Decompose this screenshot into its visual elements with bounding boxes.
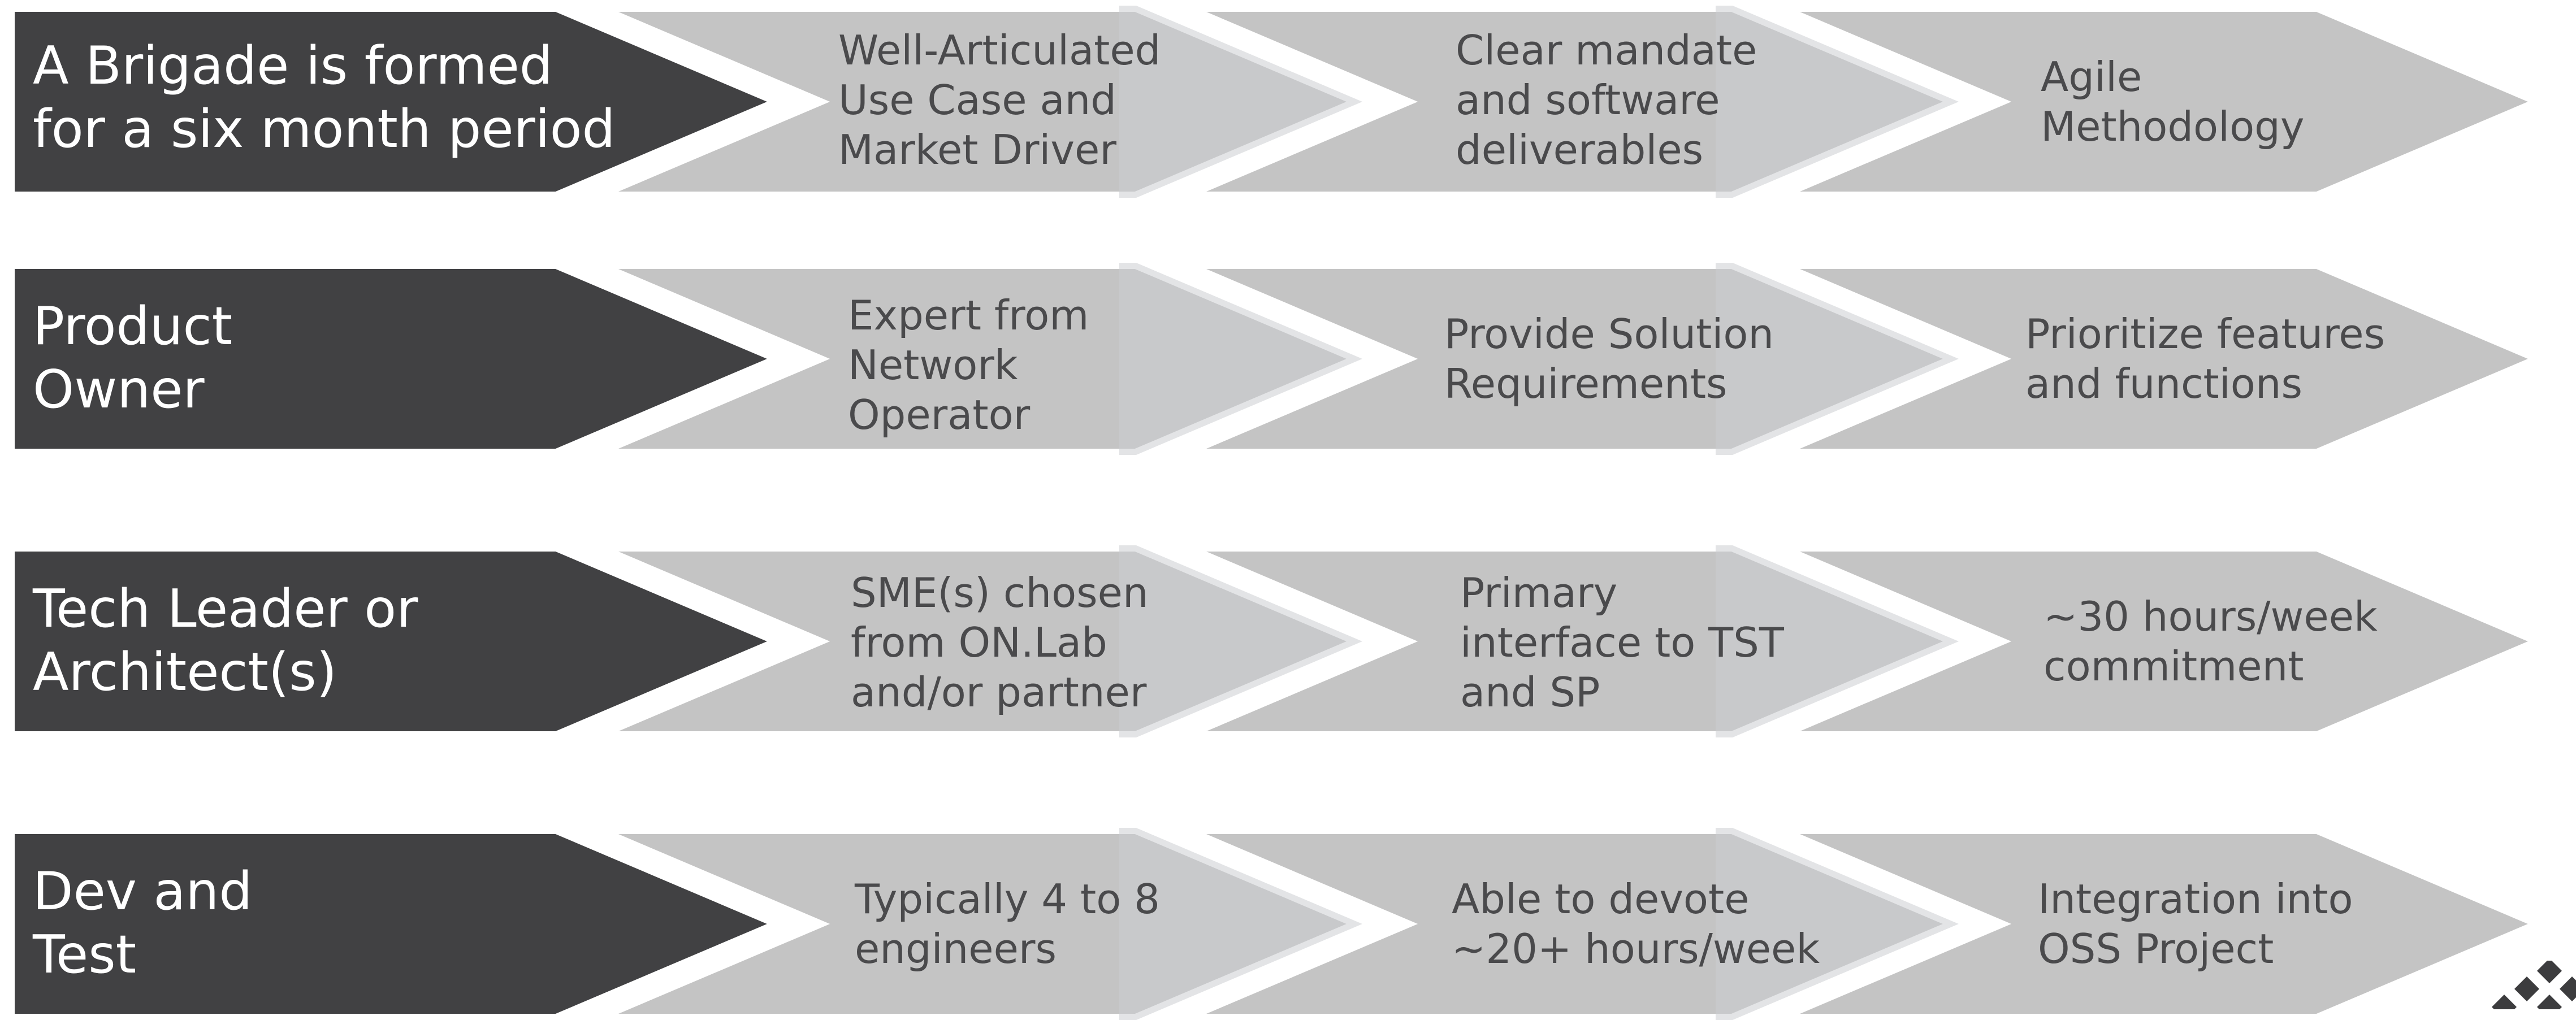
step-1-label: Typically 4 to 8 engineers — [855, 875, 1160, 973]
chevron-highlight-1 — [1716, 828, 1959, 1020]
step-2-label: Primary interface to TST and SP — [1460, 569, 1784, 716]
chevron-highlight-1 — [1716, 263, 1959, 455]
row-header-label: Tech Leader or Architect(s) — [33, 578, 418, 702]
logo-diamond-2 — [2514, 976, 2539, 1001]
chevron-step-3 — [1767, 539, 2560, 744]
chevron-highlight-2 — [1119, 6, 1362, 198]
logo-diamond-3 — [2537, 995, 2562, 1009]
row-header-label: Product Owner — [33, 296, 233, 420]
step-2-label: Provide Solution Requirements — [1444, 310, 1774, 407]
row-dev-and-test: Dev and Test Typically 4 to 8 engineers … — [0, 822, 2576, 1020]
step-3-label: Integration into OSS Project — [2038, 875, 2353, 973]
chevron-highlight-1 — [1716, 545, 1959, 737]
row-header-arrow — [2, 539, 799, 744]
step-3-label: Agile Methodology — [2041, 53, 2305, 150]
chevron-highlight-2 — [1119, 545, 1362, 737]
logo-diamond-1 — [2537, 961, 2562, 983]
logo-diamond-5 — [2492, 995, 2517, 1009]
step-1-label: Expert from Network Operator — [848, 292, 1089, 439]
row-shapes — [2, 822, 2560, 1020]
row-brigade-formed: A Brigade is formed for a six month peri… — [0, 0, 2576, 204]
row-shapes — [2, 539, 2560, 744]
step-1-label: Well-Articulated Use Case and Market Dri… — [838, 27, 1161, 173]
step-2-label: Able to devote ~20+ hours/week — [1452, 875, 1820, 973]
row-product-owner: Product Owner Expert from Network Operat… — [0, 257, 2576, 461]
step-3-label: Prioritize features and functions — [2025, 310, 2385, 407]
step-3-label: ~30 hours/week commitment — [2044, 593, 2378, 690]
chevron-highlight-2 — [1119, 263, 1362, 455]
row-header-arrow — [2, 257, 799, 461]
chevron-highlight-1 — [1716, 6, 1959, 198]
row-shapes — [2, 257, 2560, 461]
logo-diamond-4 — [2560, 976, 2576, 1001]
step-2-label: Clear mandate and software deliverables — [1456, 27, 1757, 173]
row-tech-leader: Tech Leader or Architect(s) SME(s) chose… — [0, 539, 2576, 744]
diamond-pattern-logo-icon — [2492, 961, 2576, 1009]
row-header-arrow — [2, 0, 799, 204]
chevron-step-3 — [1767, 822, 2560, 1020]
step-1-label: SME(s) chosen from ON.Lab and/or partner — [851, 569, 1149, 716]
chevron-highlight-2 — [1119, 828, 1362, 1020]
chevron-step-3 — [1767, 257, 2560, 461]
row-shapes — [2, 0, 2560, 204]
row-header-label: A Brigade is formed for a six month peri… — [33, 35, 616, 159]
row-header-label: Dev and Test — [33, 861, 253, 985]
row-header-arrow — [2, 822, 799, 1020]
chevron-step-3 — [1767, 0, 2560, 204]
